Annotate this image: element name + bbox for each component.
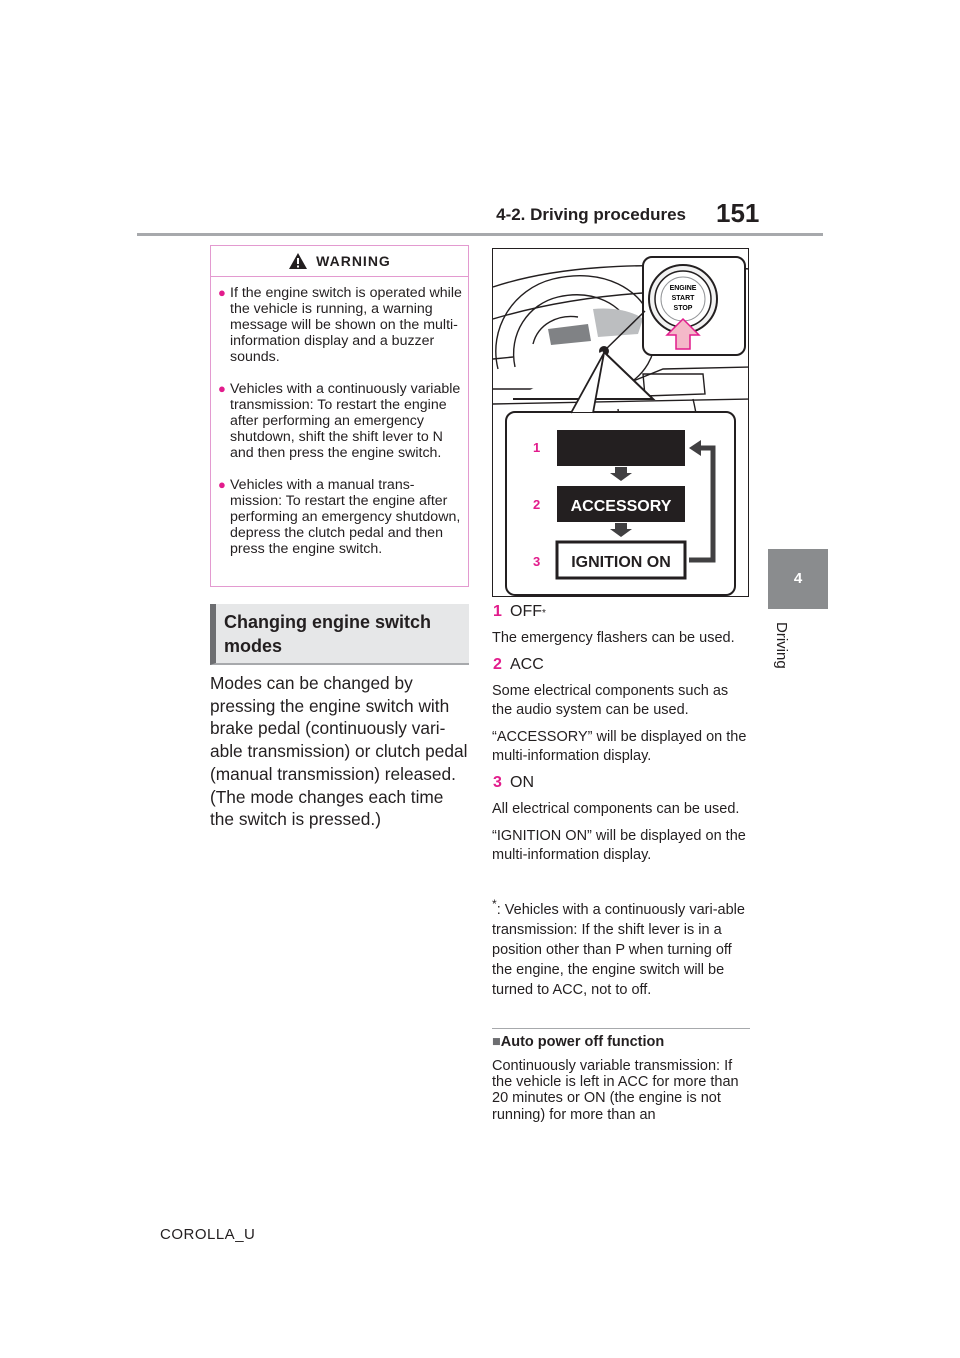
display-accessory-text: ACCESSORY — [571, 498, 672, 515]
mode-description: The emergency flashers can be used. — [492, 630, 735, 646]
display-ignition-text: IGNITION ON — [571, 554, 671, 571]
display-off — [557, 430, 685, 466]
header-section-title: 4-2. Driving procedures — [496, 205, 686, 224]
cycle-arrow-icon — [689, 445, 716, 563]
warning-triangle-icon — [289, 253, 308, 269]
press-arrow-icon — [665, 317, 701, 350]
warning-item: ● If the engine switch is operated while… — [218, 285, 462, 365]
body-paragraph: Modes can be changed by pressing the eng… — [210, 673, 468, 830]
footnote-mark: * — [492, 897, 497, 911]
warning-list: ● If the engine switch is operated while… — [211, 277, 468, 557]
display-accessory — [557, 486, 685, 522]
mode-title: 3 ON — [492, 774, 752, 792]
footnote-mark: * — [542, 608, 546, 619]
down-arrow-icon — [610, 467, 632, 481]
switch-label-stop: STOP — [674, 305, 693, 312]
warning-item: ● Vehicles with a continuously variable … — [218, 381, 462, 461]
mode-description: All electrical components can be used. — [492, 801, 740, 817]
switch-label-start: START — [672, 295, 696, 302]
warning-box: WARNING ● If the engine switch is operat… — [210, 245, 469, 587]
chapter-tab: 4 — [768, 549, 828, 609]
subsection-title: Auto power off function — [500, 1034, 665, 1050]
mode-number: 2 — [493, 656, 502, 673]
warning-item-text: Vehicles with a manual trans-mission: To… — [230, 477, 461, 557]
switch-label-engine: ENGINE — [670, 285, 697, 292]
step-number: 3 — [533, 554, 540, 569]
step-number: 1 — [533, 440, 540, 455]
footnote: *: Vehicles with a continuously vari-abl… — [492, 894, 750, 1000]
mode-title: 2 ACC — [492, 656, 752, 674]
mode-acc: 2 ACC Some electrical components such as… — [492, 656, 752, 766]
subsection-heading: ■Auto power off function — [492, 1034, 664, 1050]
warning-header: WARNING — [211, 246, 468, 277]
warning-label: WARNING — [316, 253, 391, 269]
bullet-icon: ● — [218, 285, 226, 300]
mode-on: 3 ON All electrical components can be us… — [492, 774, 752, 865]
subsection-body: Continuously variable transmission: If t… — [492, 1058, 739, 1123]
header-rule — [137, 233, 823, 236]
dashboard-drawing: ENGINE START STOP 1 2 3 ACCESSORY IGNITI… — [493, 256, 748, 596]
mode-description: Some electrical components such as the a… — [492, 683, 729, 718]
mode-off: 1 OFF* The emergency flashers can be use… — [492, 603, 752, 648]
mode-description: “IGNITION ON” will be displayed on the m… — [492, 828, 746, 863]
mode-number: 1 — [493, 603, 502, 620]
warning-item-text: If the engine switch is operated while t… — [230, 285, 462, 365]
step-number: 2 — [533, 497, 540, 512]
page-number: 151 — [716, 198, 760, 228]
engine-switch-illustration: ENGINE START STOP 1 2 3 ACCESSORY IGNITI… — [492, 248, 749, 597]
mode-title-text: OFF — [510, 603, 542, 620]
warning-item: ● Vehicles with a manual trans-mission: … — [218, 477, 462, 557]
subsection-rule — [492, 1028, 750, 1029]
chapter-label: Driving — [773, 622, 790, 669]
mode-title-text: ACC — [510, 656, 544, 673]
mode-description: “ACCESSORY” will be displayed on the mul… — [492, 729, 747, 764]
display-ignition — [555, 540, 687, 580]
bullet-icon: ● — [218, 381, 226, 396]
footer-model-code: COROLLA_U — [160, 1226, 256, 1243]
mode-title-text: ON — [510, 774, 534, 791]
square-bullet-icon: ■ — [492, 1034, 501, 1050]
footnote-text: : Vehicles with a continuously vari-able… — [492, 901, 745, 998]
down-arrow-icon — [610, 523, 632, 537]
warning-item-text: Vehicles with a continuously variable tr… — [230, 381, 461, 461]
mode-list: 1 OFF* The emergency flashers can be use… — [492, 603, 752, 873]
mode-title: 1 OFF* — [492, 603, 752, 621]
mode-number: 3 — [493, 774, 502, 791]
bullet-icon: ● — [218, 477, 226, 492]
section-heading: Changing engine switch modes — [210, 604, 469, 665]
